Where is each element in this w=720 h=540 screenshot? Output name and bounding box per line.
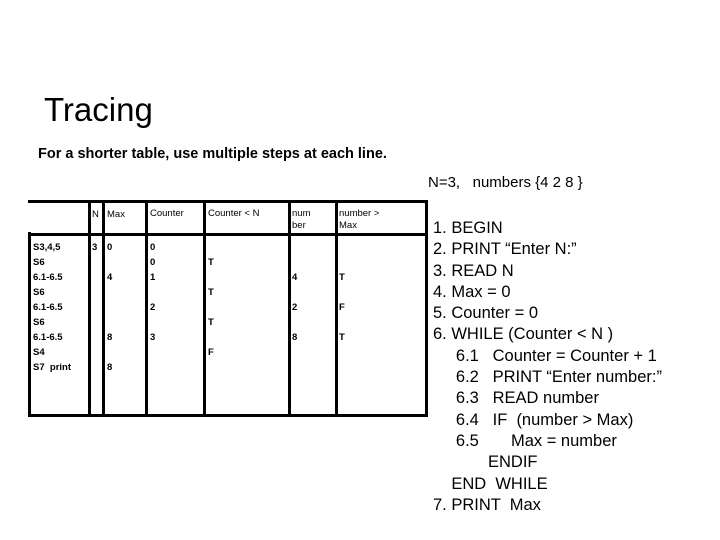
cell-n: 3: [92, 242, 98, 253]
table-border-left: [28, 232, 31, 417]
column-header-counter: Counter: [150, 208, 184, 219]
cell-step: S6: [33, 257, 45, 268]
table-border-right: [425, 200, 428, 417]
cell-number: 4: [292, 272, 298, 283]
algorithm-line: 6.4 IF (number > Max): [433, 410, 634, 429]
cell-counter: 2: [150, 302, 156, 313]
column-header-max: Max: [107, 209, 125, 220]
algorithm-listing: 1. BEGIN 2. PRINT “Enter N:” 3. READ N 4. M…: [433, 218, 662, 516]
table-column-divider-4: [203, 200, 206, 417]
cell-number-gt-max: T: [339, 272, 345, 283]
cell-number: 8: [292, 332, 298, 343]
table-column-divider-5: [288, 200, 291, 417]
cell-counter: 3: [150, 332, 156, 343]
algorithm-line: 6. WHILE (Counter < N ): [433, 325, 614, 344]
cell-counter-lt-n: T: [208, 317, 214, 328]
cell-max: 8: [107, 362, 113, 373]
column-header-number: num ber: [292, 208, 311, 231]
cell-number-gt-max: T: [339, 332, 345, 343]
cell-counter-lt-n: T: [208, 287, 214, 298]
slide-subtitle: For a shorter table, use multiple steps …: [38, 146, 387, 162]
cell-max: 4: [107, 272, 113, 283]
algorithm-line: 6.2 PRINT “Enter number:”: [433, 368, 662, 387]
cell-step: S6: [33, 317, 45, 328]
cell-step: S3,4,5: [33, 242, 61, 253]
column-header-n: N: [92, 209, 99, 220]
page-title: Tracing: [44, 91, 153, 129]
algorithm-line: 3. READ N: [433, 261, 514, 280]
table-header-divider: [28, 233, 428, 236]
algorithm-line: ENDIF: [433, 453, 538, 472]
algorithm-line: 6.5 Max = number: [433, 431, 617, 450]
table-column-divider-2: [102, 200, 105, 417]
cell-counter-lt-n: F: [208, 347, 214, 358]
inputs-note: N=3, numbers {4 2 8 }: [428, 174, 583, 191]
cell-counter: 1: [150, 272, 156, 283]
cell-step: 6.1-6.5: [33, 302, 63, 313]
cell-counter: 0: [150, 257, 156, 268]
cell-counter: 0: [150, 242, 156, 253]
table-column-divider-6: [335, 200, 338, 417]
table-border-top: [28, 200, 428, 203]
cell-max: 8: [107, 332, 113, 343]
cell-step: S7 print: [33, 362, 72, 373]
cell-max: 0: [107, 242, 113, 253]
algorithm-line: END WHILE: [433, 474, 548, 493]
table-column-divider-3: [145, 200, 148, 417]
cell-number-gt-max: F: [339, 302, 345, 313]
column-header-number-gt-max: number > Max: [339, 208, 380, 231]
algorithm-line: 5. Counter = 0: [433, 304, 539, 323]
algorithm-line: 7. PRINT Max: [433, 495, 541, 514]
cell-step: S6: [33, 287, 45, 298]
algorithm-line: 6.3 READ number: [433, 389, 599, 408]
algorithm-line: 2. PRINT “Enter N:”: [433, 240, 577, 259]
cell-number: 2: [292, 302, 298, 313]
algorithm-line: 4. Max = 0: [433, 282, 511, 301]
cell-step: 6.1-6.5: [33, 332, 63, 343]
table-border-bottom: [28, 414, 428, 417]
algorithm-line: 1. BEGIN: [433, 219, 503, 237]
trace-table: N Max Counter Counter < N num ber number…: [28, 200, 428, 417]
algorithm-line: 6.1 Counter = Counter + 1: [433, 346, 657, 365]
cell-step: S4: [33, 347, 45, 358]
cell-step: 6.1-6.5: [33, 272, 63, 283]
column-header-counter-lt-n: Counter < N: [208, 208, 260, 219]
cell-counter-lt-n: T: [208, 257, 214, 268]
table-column-divider-1: [88, 200, 91, 417]
